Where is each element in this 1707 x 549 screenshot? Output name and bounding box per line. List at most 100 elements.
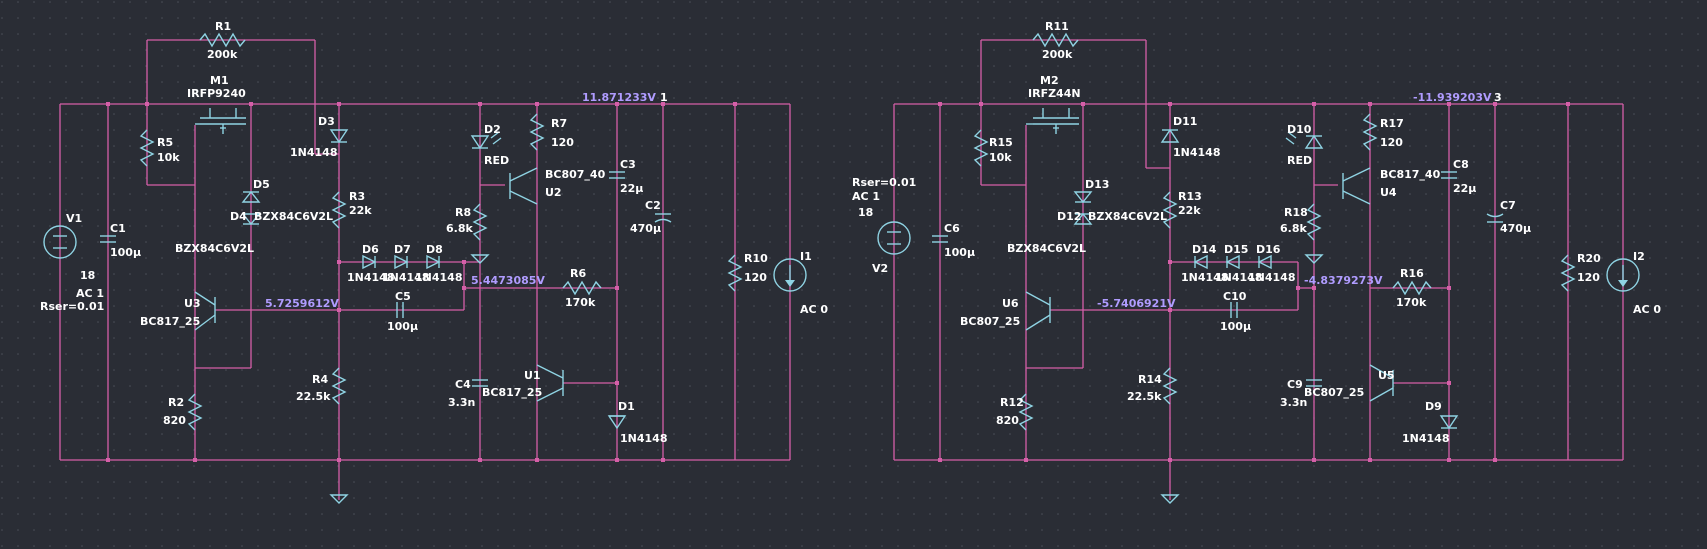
resistor-r3[interactable] [331, 191, 347, 229]
led-d10[interactable] [1285, 131, 1324, 149]
r2-value: 820 [163, 414, 186, 427]
resistor-r16[interactable] [1392, 280, 1432, 296]
r6-value: 170k [565, 296, 596, 309]
resistor-r14[interactable] [1162, 367, 1178, 405]
diode-string-d6-d8[interactable] [362, 254, 441, 270]
left-output-voltage: 11.871233V [582, 91, 656, 104]
mosfet-m1[interactable] [195, 108, 246, 134]
transistor-u5[interactable] [1369, 364, 1394, 402]
transistor-u1[interactable] [536, 364, 564, 402]
d7-part: 1N4148 [382, 271, 429, 284]
led-d2[interactable] [470, 131, 502, 150]
resistor-r8[interactable] [472, 203, 488, 241]
resistor-r17[interactable] [1362, 113, 1378, 151]
resistor-r6[interactable] [562, 280, 602, 296]
d10-name: D10 [1287, 123, 1312, 136]
capacitor-c3[interactable] [609, 171, 625, 179]
resistor-r10[interactable] [727, 254, 743, 292]
c9-name: C9 [1287, 378, 1303, 391]
resistor-r13[interactable] [1162, 191, 1178, 229]
current-source-i1[interactable] [773, 258, 807, 292]
diode-d9[interactable] [1439, 415, 1459, 430]
u4-part: BC817_40 [1380, 168, 1441, 181]
zener-d13[interactable] [1073, 191, 1093, 225]
m2-name: M2 [1040, 74, 1059, 87]
voltage-source-v1[interactable] [43, 225, 77, 259]
m1-part: IRFP9240 [187, 87, 246, 100]
resistor-r1[interactable] [199, 32, 246, 48]
capacitor-c7[interactable] [1486, 213, 1504, 223]
d4-part: BZX84C6V2L [254, 210, 333, 223]
c1-name: C1 [110, 222, 126, 235]
c1-value: 100µ [110, 246, 141, 259]
u4-name: U4 [1380, 186, 1397, 199]
mosfet-m2[interactable] [1026, 108, 1079, 134]
voltage-source-v2[interactable] [877, 221, 911, 255]
c7-value: 470µ [1500, 222, 1531, 235]
r12-name: R12 [1000, 396, 1024, 409]
r6-name: R6 [570, 267, 586, 280]
r11-value: 200k [1042, 48, 1073, 61]
r1-name: R1 [215, 20, 231, 33]
diode-d11[interactable] [1160, 128, 1180, 143]
c6-value: 100µ [944, 246, 975, 259]
capacitor-c4[interactable] [472, 379, 488, 387]
resistor-r7[interactable] [529, 113, 545, 151]
transistor-u2[interactable] [509, 167, 538, 205]
r7-name: R7 [551, 117, 567, 130]
d13-part: BZX84C6V2L [1007, 242, 1086, 255]
left-node-label: 1 [660, 91, 668, 104]
v1-dc: 18 [80, 269, 95, 282]
resistor-r2[interactable] [187, 393, 203, 431]
transistor-u6[interactable] [1025, 291, 1051, 331]
r8-name: R8 [455, 206, 471, 219]
r18-value: 6.8k [1280, 222, 1307, 235]
left-junctions [106, 102, 737, 462]
c8-name: C8 [1453, 158, 1469, 171]
diode-d3[interactable] [329, 129, 349, 144]
diode-string-d14-d16[interactable] [1193, 254, 1272, 270]
right-circuit: R11 200k M2 IRFZ44N R15 10k D11 1N4148 D… [852, 20, 1661, 504]
i1-ac: AC 0 [800, 303, 828, 316]
zener-d5[interactable] [241, 190, 261, 226]
d8-part: 1N4148 [415, 271, 462, 284]
v1-ac: AC 1 [76, 287, 104, 300]
d16-part: 1N4148 [1248, 271, 1295, 284]
r5-value: 10k [157, 151, 180, 164]
d15-name: D15 [1224, 243, 1248, 256]
left-ref-voltage: 5.4473085V [471, 274, 545, 287]
d16-name: D16 [1256, 243, 1281, 256]
d6-part: 1N4148 [347, 271, 394, 284]
capacitor-c6[interactable] [932, 235, 948, 243]
d11-part: 1N4148 [1173, 146, 1220, 159]
transistor-u4[interactable] [1342, 167, 1371, 205]
r20-value: 120 [1577, 271, 1600, 284]
resistor-r11[interactable] [1032, 32, 1079, 48]
d3-part: 1N4148 [290, 146, 337, 159]
r4-value: 22.5k [296, 390, 331, 403]
d12-name: D12 [1057, 210, 1081, 223]
capacitor-c5[interactable] [396, 302, 404, 318]
resistor-r4[interactable] [331, 367, 347, 405]
r16-name: R16 [1400, 267, 1424, 280]
resistor-r20[interactable] [1560, 254, 1576, 292]
resistor-r12[interactable] [1018, 393, 1034, 431]
resistor-r15[interactable] [973, 129, 989, 167]
ground-symbol [1160, 494, 1180, 504]
resistor-r5[interactable] [139, 129, 155, 167]
capacitor-c1[interactable] [100, 235, 116, 243]
capacitor-c8[interactable] [1441, 171, 1457, 179]
d5-name: D5 [253, 178, 270, 191]
diode-d1[interactable] [607, 415, 627, 430]
c9-value: 3.3n [1280, 396, 1307, 409]
capacitor-c2[interactable] [654, 213, 672, 223]
capacitor-c9[interactable] [1306, 379, 1322, 387]
capacitor-c10[interactable] [1230, 302, 1238, 318]
current-source-i2[interactable] [1606, 258, 1640, 292]
resistor-r18[interactable] [1306, 203, 1322, 241]
r5-name: R5 [157, 136, 173, 149]
d3-name: D3 [318, 115, 335, 128]
ground-symbol [1304, 254, 1324, 264]
transistor-u3[interactable] [194, 291, 216, 331]
